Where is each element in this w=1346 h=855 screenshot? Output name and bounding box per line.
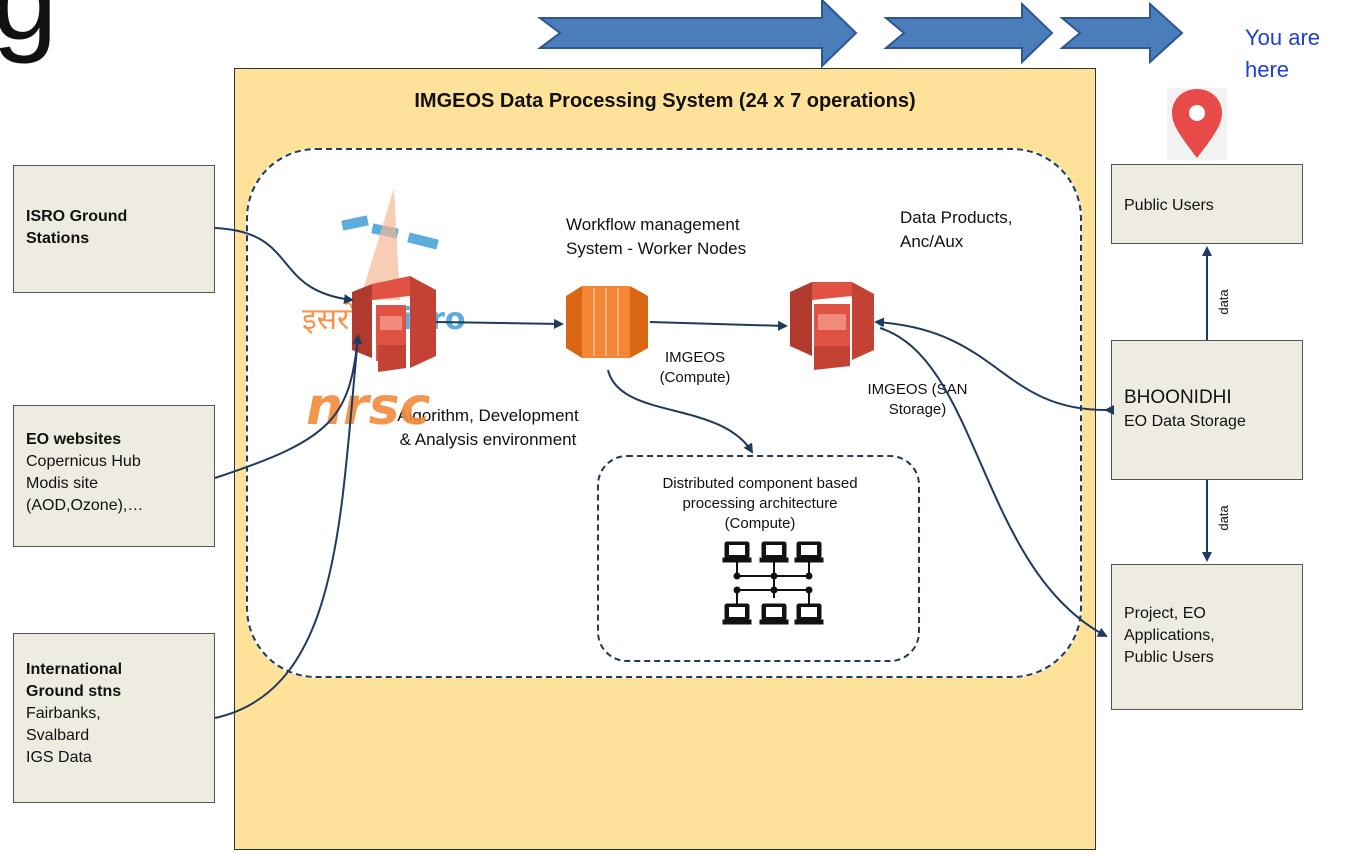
intl-line3: IGS Data xyxy=(26,749,92,766)
bhoonidhi-title: BHOONIDHI xyxy=(1124,387,1232,408)
orange-compute-icon xyxy=(566,286,648,358)
international-ground-stations-box: International Ground stns Fairbanks, Sva… xyxy=(13,633,215,803)
map-pin-icon xyxy=(1167,88,1227,160)
nrsc-logo-text: nrsc xyxy=(306,377,431,437)
edge-processing-to-workflow xyxy=(435,318,564,329)
projects-line2: Applications, xyxy=(1124,627,1215,644)
isro-title-line1: ISRO Ground xyxy=(26,208,128,225)
network-computers-icon xyxy=(722,541,824,625)
red-stack-icon-left xyxy=(352,276,436,372)
progress-arrow-2 xyxy=(883,1,1054,65)
bhoonidhi-box: BHOONIDHI EO Data Storage xyxy=(1111,340,1303,480)
progress-arrow-3 xyxy=(1059,1,1184,65)
distributed-zone xyxy=(597,455,920,662)
intl-line1: Fairbanks, xyxy=(26,705,101,722)
algorithm-env-label: Algorithm, Development & Analysis enviro… xyxy=(378,404,598,452)
workflow-label: Workflow management System - Worker Node… xyxy=(566,213,746,261)
data-label-lower: data xyxy=(1216,505,1231,531)
you-are-here-line1: You are xyxy=(1245,25,1321,50)
heading-fragment: g xyxy=(0,0,58,58)
isro-title-line2: Stations xyxy=(26,230,90,247)
edge-intl-to-processing xyxy=(214,337,359,719)
projects-line1: Project, EO xyxy=(1124,605,1206,622)
svg-text:इसरो: इसरो xyxy=(302,302,358,337)
eo-websites-box: EO websites Copernicus Hub Modis site (A… xyxy=(13,405,215,547)
bhoonidhi-subtitle: EO Data Storage xyxy=(1124,413,1246,430)
projects-line3: Public Users xyxy=(1124,649,1214,666)
eo-websites-line2: Modis site xyxy=(26,475,99,492)
workflow-line1: Workflow management xyxy=(566,215,740,234)
distributed-line3: (Compute) xyxy=(724,515,796,532)
distributed-line1: Distributed component based xyxy=(662,475,858,492)
intl-title-line1: International xyxy=(26,661,123,678)
edge-storage-bhoonidhi xyxy=(874,317,1115,416)
workflow-line2: System - Worker Nodes xyxy=(566,239,747,258)
edge-workflow-to-distributed xyxy=(607,369,754,454)
edge-eo-to-processing xyxy=(214,334,363,479)
eo-websites-line1: Copernicus Hub xyxy=(26,453,141,470)
workflow-caption1: IMGEOS xyxy=(664,349,725,366)
workflow-caption2: (Compute) xyxy=(659,369,731,386)
red-storage-icon xyxy=(790,282,874,370)
storage-line2: Anc/Aux xyxy=(900,232,964,251)
storage-label: Data Products, Anc/Aux xyxy=(900,206,1012,254)
isro-ground-stations-box: ISRO Ground Stations xyxy=(13,165,215,293)
panel-title: IMGEOS Data Processing System (24 x 7 op… xyxy=(414,90,916,112)
storage-line1: Data Products, xyxy=(900,208,1013,227)
you-are-here-line2: here xyxy=(1245,57,1290,82)
eo-websites-title: EO websites xyxy=(26,431,122,448)
you-are-here-label: You are here xyxy=(1245,22,1320,86)
algorithm-line1: Algorithm, Development xyxy=(397,406,579,425)
edge-isro-to-processing xyxy=(214,227,354,304)
projects-box: Project, EO Applications, Public Users xyxy=(1111,564,1303,710)
edge-workflow-to-storage xyxy=(649,320,788,331)
public-users-box: Public Users xyxy=(1111,164,1303,244)
public-users-label: Public Users xyxy=(1124,197,1214,214)
intl-line2: Svalbard xyxy=(26,727,90,744)
intl-title-line2: Ground stns xyxy=(26,683,122,700)
eo-websites-line3: (AOD,Ozone),… xyxy=(26,497,144,514)
distributed-line2: processing architecture xyxy=(682,495,838,512)
data-label-upper: data xyxy=(1216,289,1231,315)
workflow-caption: IMGEOS (Compute) xyxy=(640,348,750,388)
edge-storage-to-projects xyxy=(879,327,1108,637)
progress-arrow-1 xyxy=(537,0,858,69)
algorithm-line2: & Analysis environment xyxy=(399,430,577,449)
distributed-label: Distributed component based processing a… xyxy=(620,474,900,534)
